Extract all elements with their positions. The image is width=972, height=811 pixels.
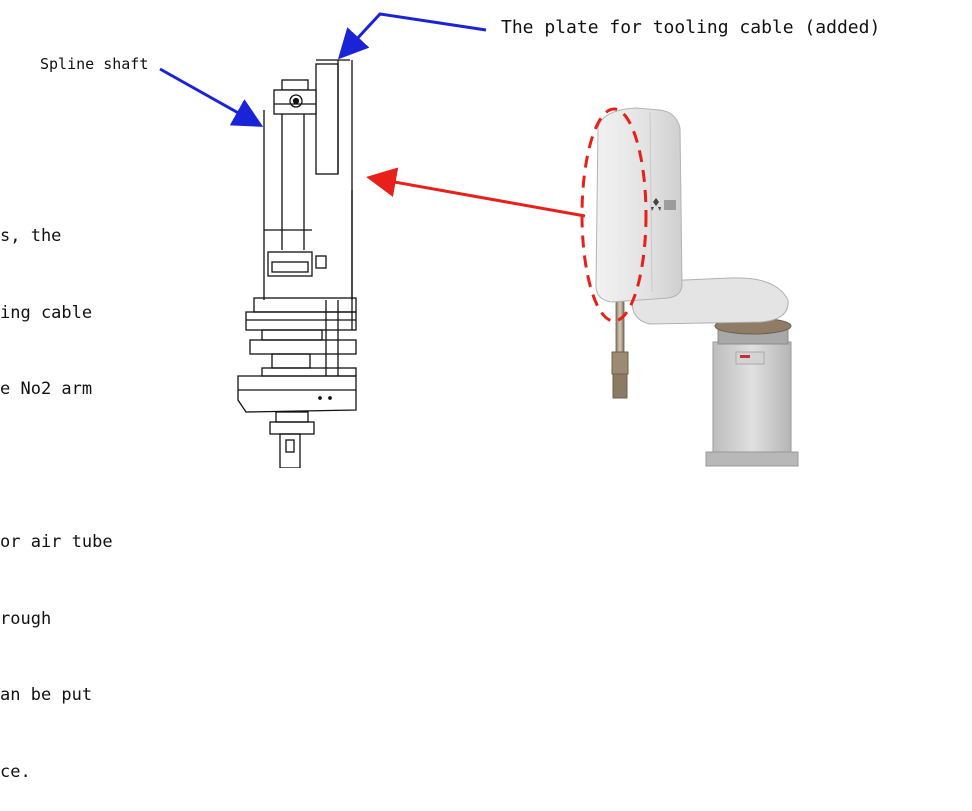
technical-drawing [237,59,357,469]
highlight-ellipse [580,107,648,323]
description-text: s, the ing cable e No2 arm ​ or air tube… [0,173,113,811]
diagram-canvas [159,12,799,469]
tooling-cable-plate [315,63,339,175]
description-line: e No2 arm [0,379,93,399]
highlight-arrow [366,167,586,218]
description-line: ing cable [0,302,93,323]
description-line: ce. [0,761,31,782]
description-line: rough [0,608,52,629]
spline-callout-arrow [159,67,264,127]
description-line: s, the [0,226,62,246]
description-line: or air tube [0,532,113,552]
spline-shaft [281,114,305,250]
plate-callout-arrow [337,12,487,60]
robot-cover [595,107,683,303]
plate-label: The plate for tooling cable (added) [501,17,881,38]
spline-shaft-head [273,79,317,115]
description-line: an be put [0,685,93,705]
description-line: ​ [0,454,113,480]
diagram-svg [159,12,799,469]
robot-base [705,317,799,467]
mitsubishi-logo [651,198,676,211]
robot-photo [595,107,799,467]
spline-shaft-label: Spline shaft [40,55,149,73]
